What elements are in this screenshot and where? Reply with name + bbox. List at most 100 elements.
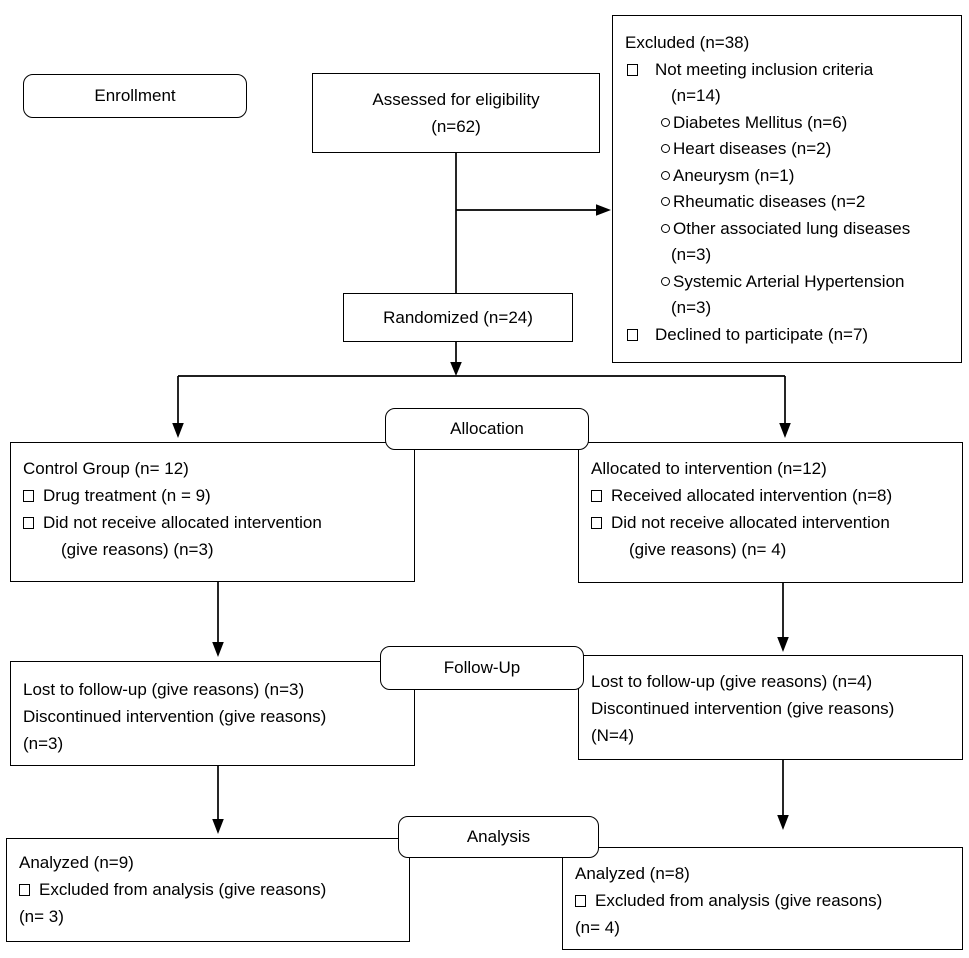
checkbox-bullet-icon <box>19 884 30 896</box>
control-group-lines: Control Group (n= 12)Drug treatment (n =… <box>23 455 408 563</box>
text-line: Did not receive allocated intervention <box>591 509 956 536</box>
analysis-left-lines: Analyzed (n=9) Excluded from analysis (gi… <box>19 849 403 930</box>
text-line: Discontinued intervention (give reasons) <box>23 703 408 730</box>
text-line: Excluded from analysis (give reasons) <box>575 887 956 914</box>
text-line: Systemic Arterial Hypertension <box>625 269 955 296</box>
line-text: Aneurysm (n=1) <box>673 165 795 185</box>
analysis-right-box: Analyzed (n=8) Excluded from analysis (gi… <box>562 847 963 950</box>
enrollment-stage-label: Enrollment <box>94 86 176 105</box>
excluded-box: Excluded (n=38)Not meeting inclusion cri… <box>612 15 962 363</box>
arrowhead-right-analysis <box>777 815 789 830</box>
line-text: Other associated lung diseases <box>673 218 911 238</box>
line-text: (n= 4) <box>575 918 620 937</box>
followup-left-box: Lost to follow-up (give reasons) (n=3) Di… <box>10 661 415 766</box>
line-text: Did not receive allocated intervention <box>611 513 890 532</box>
text-line: (n= 3) <box>19 903 403 930</box>
line-text: (give reasons) (n=3) <box>61 540 214 559</box>
checkbox-bullet-icon <box>575 895 586 907</box>
checkbox-bullet-icon <box>591 517 602 529</box>
allocation-stage-label-box: Allocation <box>385 408 589 450</box>
text-line: Analyzed (n=8) <box>575 860 956 887</box>
arrowhead-to-excluded <box>596 204 611 216</box>
enrollment-stage-label-box: Enrollment <box>23 74 247 118</box>
text-line: Heart diseases (n=2) <box>625 136 955 163</box>
text-line: Excluded from analysis (give reasons) <box>19 876 403 903</box>
excluded-lines: Excluded (n=38)Not meeting inclusion cri… <box>625 30 955 348</box>
assessed-eligibility-box: Assessed for eligibility (n=62) <box>312 73 600 153</box>
text-line: Lost to follow-up (give reasons) (n=4) <box>591 668 956 695</box>
line-text: Heart diseases (n=2) <box>673 139 832 158</box>
control-group-box: Control Group (n= 12)Drug treatment (n =… <box>10 442 415 582</box>
text-line: (n=3) <box>625 242 955 269</box>
line-text: Excluded from analysis (give reasons) <box>595 891 883 910</box>
line-text: Drug treatment (n = 9) <box>43 486 211 505</box>
assessed-line-1: Assessed for eligibility <box>372 90 540 109</box>
line-text: (give reasons) (n= 4) <box>629 540 787 559</box>
text-line: Rheumatic diseases (n=2 <box>625 189 955 216</box>
arrowhead-right-followup <box>777 637 789 652</box>
line-text: (n= 3) <box>19 907 64 926</box>
followup-right-lines: Lost to follow-up (give reasons) (n=4) Di… <box>591 668 956 749</box>
text-line: Allocated to intervention (n=12) <box>591 455 956 482</box>
line-text: Excluded (n=38) <box>625 33 750 52</box>
line-text: Declined to participate (n=7) <box>655 324 869 344</box>
arrowhead-left-allocation <box>172 423 184 438</box>
text-line: (n= 4) <box>575 914 956 941</box>
followup-left-lines: Lost to follow-up (give reasons) (n=3) Di… <box>23 676 408 757</box>
text-line: Lost to follow-up (give reasons) (n=3) <box>23 676 408 703</box>
text-line: Aneurysm (n=1) <box>625 163 955 190</box>
text-line: Excluded (n=38) <box>625 30 955 57</box>
line-text: (N=4) <box>591 726 634 745</box>
line-text: Excluded from analysis (give reasons) <box>39 880 327 899</box>
text-line: (give reasons) (n= 4) <box>591 536 956 563</box>
line-text: Discontinued intervention (give reasons) <box>23 707 327 726</box>
checkbox-bullet-icon <box>627 328 638 341</box>
circle-bullet-icon <box>661 144 670 153</box>
intervention-group-box: Allocated to intervention (n=12) Received… <box>578 442 963 583</box>
line-text: Analyzed (n=8) <box>575 864 690 883</box>
text-line: Did not receive allocated intervention <box>23 509 408 536</box>
text-line: (give reasons) (n=3) <box>23 536 408 563</box>
checkbox-bullet-icon <box>591 490 602 502</box>
line-text: (n=3) <box>671 298 712 317</box>
text-line: Other associated lung diseases <box>625 216 955 243</box>
text-line: (n=3) <box>625 295 955 322</box>
circle-bullet-icon <box>661 276 670 286</box>
followup-right-box: Lost to follow-up (give reasons) (n=4) Di… <box>578 655 963 760</box>
line-text: Did not receive allocated intervention <box>43 513 322 532</box>
line-text: Analyzed (n=9) <box>19 853 134 872</box>
circle-bullet-icon <box>661 223 670 233</box>
text-line: Received allocated intervention (n=8) <box>591 482 956 509</box>
line-text: (n=3) <box>671 245 712 264</box>
text-line: (N=4) <box>591 722 956 749</box>
followup-stage-label-box: Follow-Up <box>380 646 584 690</box>
arrowhead-left-analysis <box>212 819 224 834</box>
checkbox-bullet-icon <box>23 490 34 502</box>
line-text: (n=14) <box>671 86 721 105</box>
analysis-stage-label: Analysis <box>466 827 531 846</box>
line-text: Diabetes Mellitus (n=6) <box>673 112 848 132</box>
line-text: Received allocated intervention (n=8) <box>611 486 893 505</box>
circle-bullet-icon <box>661 170 670 180</box>
line-text: Lost to follow-up (give reasons) (n=4) <box>591 672 873 691</box>
analysis-stage-label-box: Analysis <box>398 816 599 858</box>
assessed-line-2: (n=62) <box>431 117 481 136</box>
line-text: Allocated to intervention (n=12) <box>591 459 827 478</box>
randomized-label: Randomized (n=24) <box>383 307 533 327</box>
line-text: Discontinued intervention (give reasons) <box>591 699 895 718</box>
randomized-box: Randomized (n=24) <box>343 293 573 342</box>
line-text: Systemic Arterial Hypertension <box>673 271 905 291</box>
text-line: Analyzed (n=9) <box>19 849 403 876</box>
checkbox-bullet-icon <box>627 63 638 76</box>
analysis-right-lines: Analyzed (n=8) Excluded from analysis (gi… <box>575 860 956 941</box>
checkbox-bullet-icon <box>23 517 34 529</box>
line-text: Lost to follow-up (give reasons) (n=3) <box>23 680 305 699</box>
text-line: Declined to participate (n=7) <box>625 322 955 349</box>
line-text: Rheumatic diseases (n=2 <box>673 192 866 211</box>
text-line: Diabetes Mellitus (n=6) <box>625 110 955 137</box>
arrowhead-randomized <box>450 362 462 376</box>
text-line: (n=14) <box>625 83 955 110</box>
followup-stage-label: Follow-Up <box>443 658 521 677</box>
